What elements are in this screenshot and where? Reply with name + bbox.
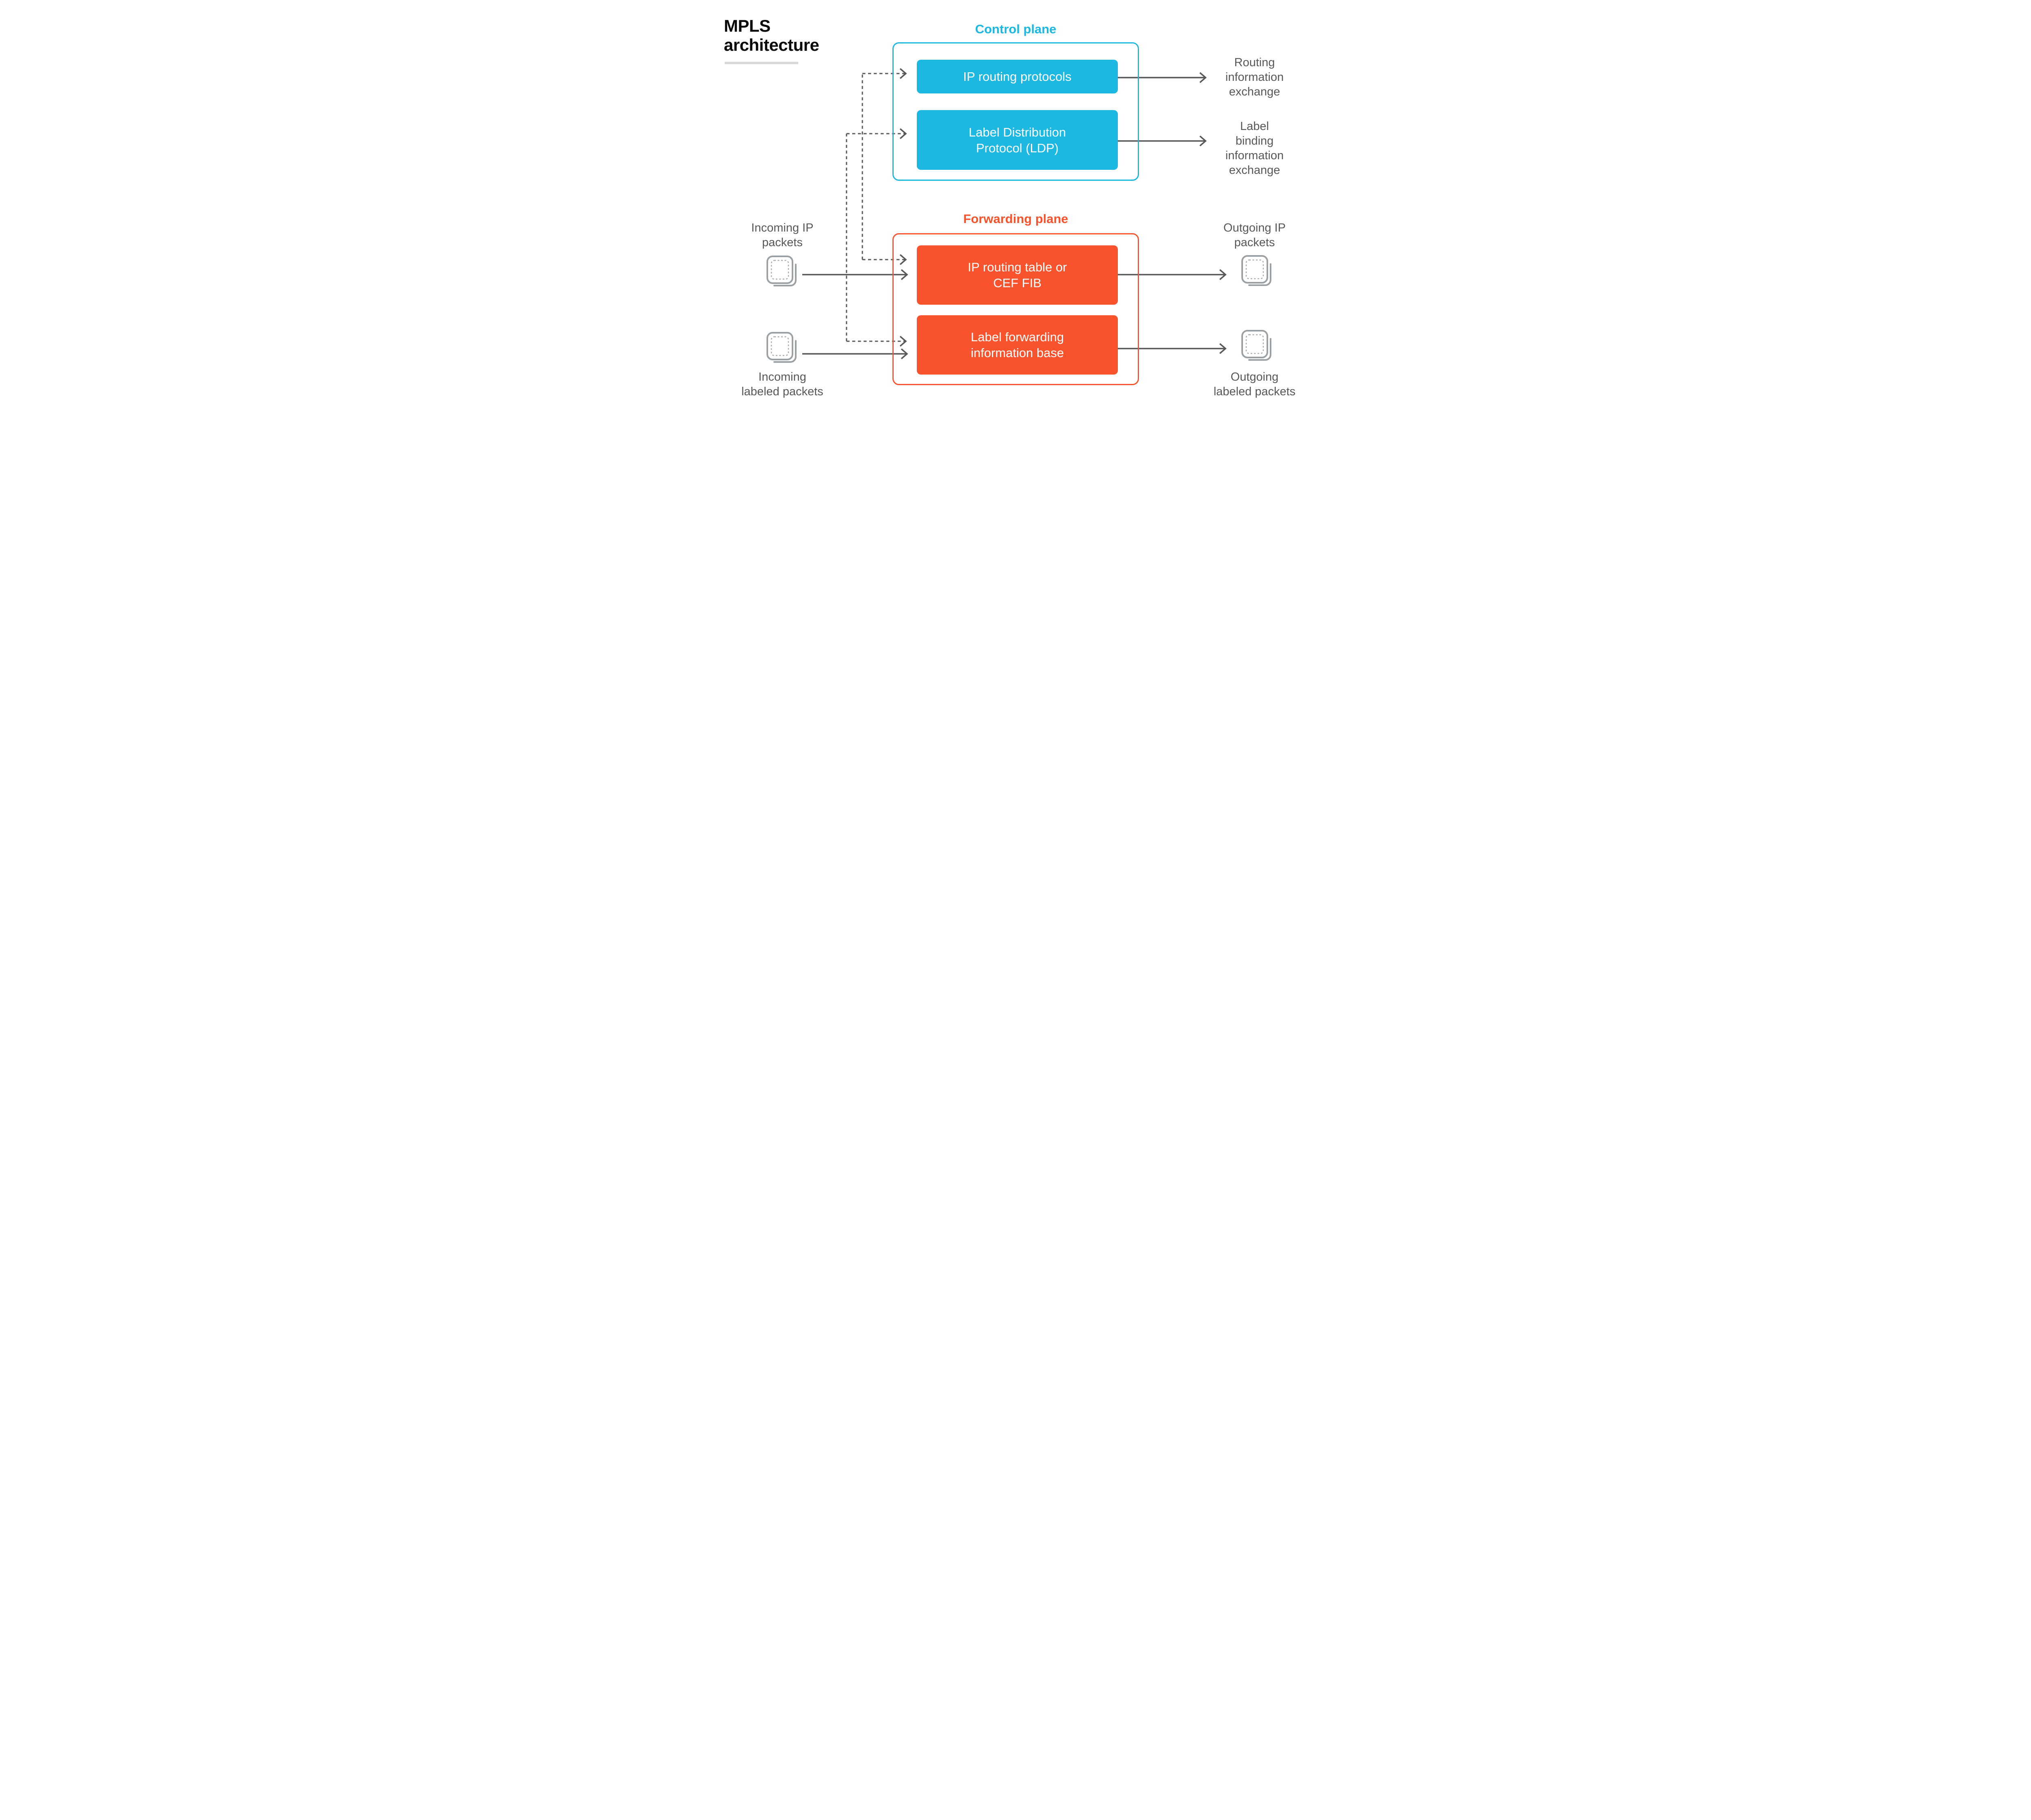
box-label-forwarding-information-base: Label forwarding information base bbox=[917, 315, 1118, 375]
outgoing-ip-packets-icon bbox=[1241, 255, 1271, 286]
box-ip-routing-table-cef-fib: IP routing table or CEF FIB bbox=[917, 245, 1118, 305]
label-label-binding-information-exchange: Label binding information exchange bbox=[1225, 120, 1284, 177]
label-routing-information-exchange: Routing information exchange bbox=[1225, 56, 1284, 98]
label-incoming-labeled-packets: Incoming labeled packets bbox=[741, 370, 823, 398]
box-ip-routing-protocols: IP routing protocols bbox=[917, 60, 1118, 93]
forwarding-plane-heading: Forwarding plane bbox=[963, 212, 1068, 226]
title-underline bbox=[725, 62, 798, 64]
box-label-distribution-protocol: Label Distribution Protocol (LDP) bbox=[917, 110, 1118, 170]
control-plane-container: IP routing protocols Label Distribution … bbox=[892, 42, 1139, 181]
incoming-ip-packets-icon bbox=[766, 256, 797, 286]
control-plane-heading: Control plane bbox=[975, 22, 1057, 36]
label-outgoing-labeled-packets: Outgoing labeled packets bbox=[1213, 370, 1296, 398]
label-incoming-ip-packets: Incoming IP packets bbox=[751, 221, 814, 249]
incoming-labeled-packets-icon bbox=[766, 332, 797, 363]
page-title: MPLS architecture bbox=[724, 16, 819, 54]
outgoing-labeled-packets-icon bbox=[1241, 330, 1271, 361]
forwarding-plane-container: IP routing table or CEF FIB Label forwar… bbox=[892, 233, 1139, 385]
mpls-architecture-diagram: MPLS architecture Control plane IP routi… bbox=[699, 0, 1332, 425]
label-outgoing-ip-packets: Outgoing IP packets bbox=[1223, 221, 1286, 249]
